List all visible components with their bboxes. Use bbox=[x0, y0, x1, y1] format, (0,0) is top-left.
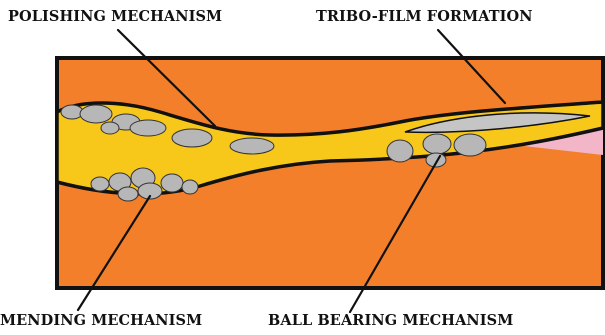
tribo-film-formation-label: TRIBO-FILM FORMATION bbox=[316, 10, 533, 25]
polishing-mechanism-label: POLISHING MECHANISM bbox=[8, 10, 222, 25]
mending-mechanism-label: MENDING MECHANISM bbox=[0, 314, 202, 329]
ball-bearing-mechanism-label: BALL BEARING MECHANISM bbox=[268, 314, 513, 329]
